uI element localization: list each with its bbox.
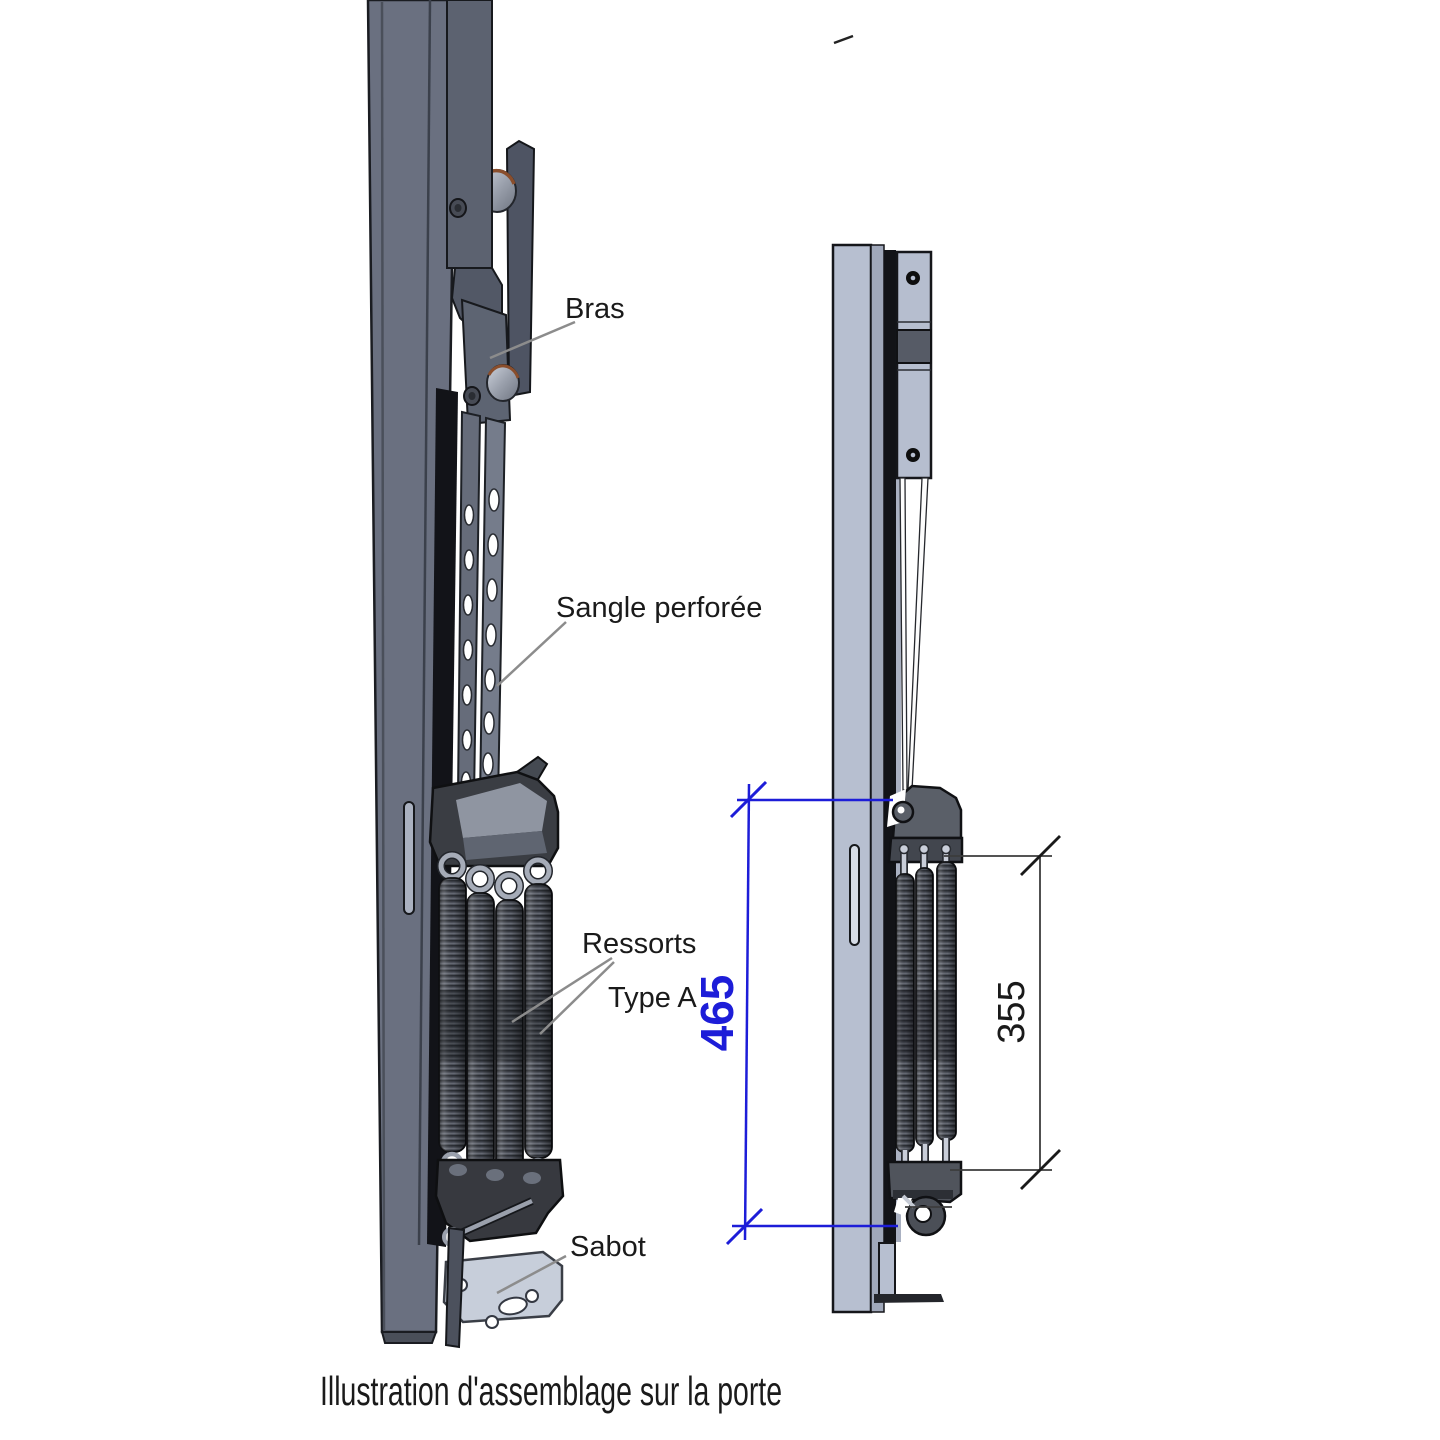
bracket-screw-bottom-center <box>910 452 916 458</box>
spring-2 <box>466 892 495 1169</box>
dim-355-tick-bottom <box>1020 1149 1061 1190</box>
spring-1 <box>438 877 467 1153</box>
bottom-spring-bracket-side <box>886 1160 963 1237</box>
figure-caption: Illustration d'assemblage sur la porte <box>320 1368 782 1414</box>
bracket-dark-block-side <box>896 329 932 364</box>
bottom-bracket-dark-band <box>893 1190 953 1199</box>
door-profile-3d <box>366 0 458 1344</box>
sabot-leader-line <box>496 1254 567 1295</box>
sabot-hole-3 <box>525 1289 539 1303</box>
arm-upper-plate <box>446 0 493 269</box>
sabot-foot-assembly <box>442 1226 564 1349</box>
ressorts-label: Ressorts <box>582 928 696 960</box>
sangle-perforated-strap <box>456 410 507 812</box>
ressorts-springs-3d <box>437 851 553 1198</box>
arm-outer-plate <box>505 139 536 398</box>
bottom-bracket-bolt-1 <box>449 1164 467 1176</box>
left-3d-view: Bras Sangle perforée Ressorts Type A Sab… <box>366 0 762 1349</box>
spring-side-closed-coil-band <box>896 990 956 1060</box>
bracket-hook-eye <box>897 806 905 814</box>
ressorts-leader-line-1 <box>511 956 613 1024</box>
sabot-vertical-flange <box>444 1226 466 1349</box>
sabot-slot-hole <box>498 1296 528 1316</box>
weatherstrip-black <box>884 250 896 1245</box>
bottom-bracket-bolt-3 <box>523 1172 541 1184</box>
profile-thin-strip <box>896 252 901 1242</box>
profile-slot-side <box>849 844 860 946</box>
door-profile-side <box>831 243 944 1314</box>
top-bracket-side <box>895 250 933 480</box>
spring-pins-top <box>898 843 952 876</box>
bracket-mid-face <box>463 831 547 860</box>
sangle-label: Sangle perforée <box>556 592 762 624</box>
dim-465-tick-bottom <box>725 1207 764 1246</box>
sabot-hole-2 <box>485 1315 499 1329</box>
top-spring-bracket-3d <box>428 755 560 868</box>
spring-4 <box>524 883 553 1159</box>
dim-355-tick-top <box>1020 835 1061 876</box>
dim-465-line <box>743 783 751 1241</box>
stray-tick-mark <box>833 34 854 45</box>
strap-front-strip <box>478 416 507 804</box>
bras-leader-line <box>489 320 576 360</box>
arm-bottom-roller-rim <box>487 364 520 379</box>
dim-355-value: 355 <box>991 980 1033 1043</box>
spring-side-2 <box>915 867 934 1147</box>
dim-465-value: 465 <box>691 975 743 1052</box>
spring-side-3 <box>936 861 957 1141</box>
straps-side <box>899 477 929 791</box>
right-side-view: 465 355 <box>691 34 1061 1314</box>
dimension-465: 465 <box>691 780 898 1246</box>
springs-side <box>895 843 957 1183</box>
bottom-hook-pin <box>901 1194 916 1209</box>
arm-screw-top-center <box>454 204 462 212</box>
bottom-bracket-bolt-2 <box>486 1169 504 1181</box>
ressorts-leader-line-2 <box>539 961 615 1035</box>
bottom-hook-eye <box>914 1205 932 1223</box>
spring-top-hooks <box>437 851 553 901</box>
bracket-pin <box>451 1198 533 1240</box>
bottom-spring-bracket-3d <box>434 1158 565 1247</box>
profile-slot <box>403 801 415 915</box>
profile-edge-line <box>380 1 386 1331</box>
bracket-plate-side <box>895 250 933 480</box>
sangle-leader-line <box>496 621 567 687</box>
profile-bottom-plate-side <box>878 1242 896 1298</box>
profile-foot-bar-side <box>874 1294 944 1303</box>
bracket-top-face <box>456 783 547 838</box>
strap-holes-back-column <box>460 504 475 793</box>
spring-closed-coil-band <box>439 990 552 1060</box>
dim-465-tick-top <box>729 780 768 819</box>
profile-edge-side <box>870 244 885 1313</box>
profile-groove-line <box>417 0 432 1246</box>
bras-arm-assembly <box>446 0 536 426</box>
bras-label: Bras <box>565 293 625 325</box>
type-a-label: Type A <box>608 982 697 1014</box>
profile-bottom-face <box>380 1331 438 1344</box>
profile-face-side <box>831 243 873 1314</box>
arm-screw-bottom-center <box>468 392 476 400</box>
strap-side-1 <box>899 477 908 791</box>
annotations-left-view: Bras Sangle perforée Ressorts Type A Sab… <box>489 293 762 1295</box>
sabot-label: Sabot <box>570 1231 646 1263</box>
bracket-screw-top-center <box>910 275 916 281</box>
spring-3 <box>495 899 524 1176</box>
strap-side-2 <box>907 477 929 791</box>
dimension-355: 355 <box>905 835 1061 1208</box>
